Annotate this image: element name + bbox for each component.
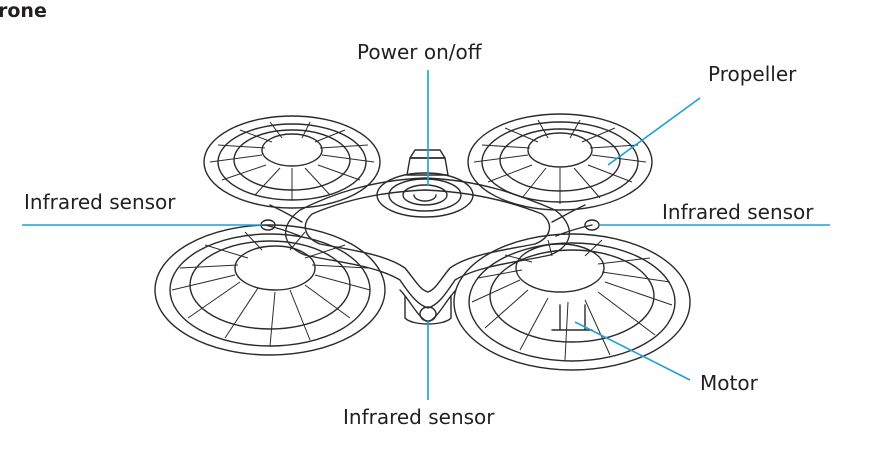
power-button	[376, 172, 474, 218]
leader-propeller	[607, 97, 701, 166]
label-power: Power on/off	[357, 40, 482, 64]
propeller-guard-back-left	[203, 115, 381, 209]
label-motor: Motor	[700, 371, 758, 395]
label-infrared-bottom: Infrared sensor	[343, 405, 495, 429]
propeller-guard-front-right	[453, 233, 691, 371]
propeller-guard-back-right	[467, 113, 653, 211]
label-infrared-left: Infrared sensor	[24, 190, 176, 214]
propeller-guard-front-left	[154, 224, 386, 356]
section-heading: rone	[0, 0, 47, 22]
label-infrared-right: Infrared sensor	[662, 200, 814, 224]
leader-motor	[574, 321, 691, 381]
infrared-sensor-right	[584, 219, 600, 231]
label-propeller: Propeller	[708, 62, 797, 86]
infrared-sensor-front	[419, 306, 437, 322]
